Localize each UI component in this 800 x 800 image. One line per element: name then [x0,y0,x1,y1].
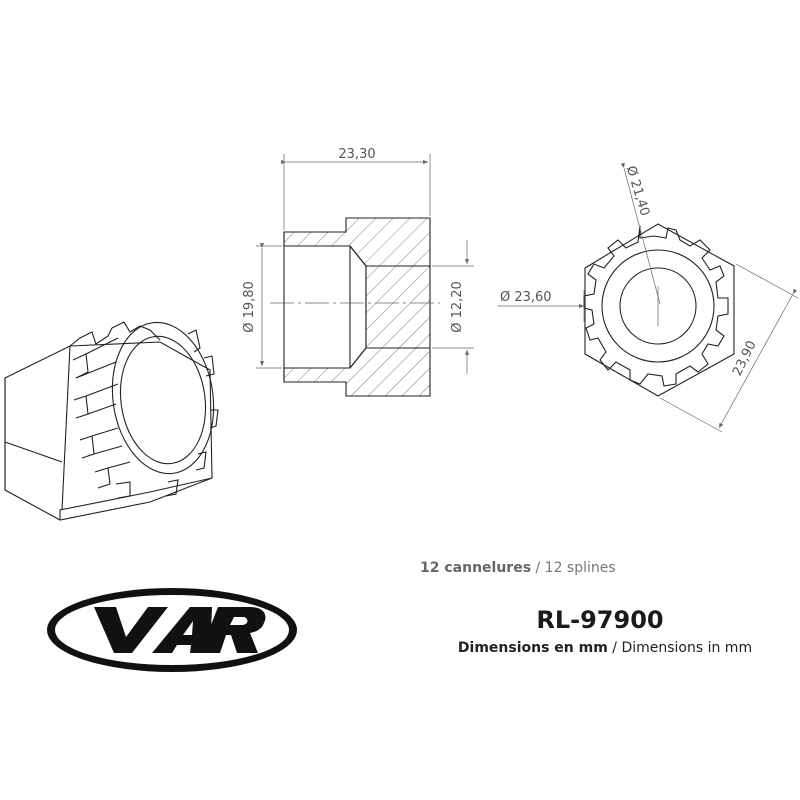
section-view [256,154,474,397]
units-caption: Dimensions en mm / Dimensions in mm [0,640,800,656]
units-separator: / [607,640,622,656]
var-logo [47,588,297,672]
splines-en: 12 splines [544,560,616,576]
dim-across-corners: Ø 23,60 [500,290,552,305]
front-view [498,162,799,433]
part-number: RL-97900 [536,606,664,634]
isometric-view [4,321,219,521]
splines-fr: 12 cannelures [420,560,532,576]
splines-caption: 12 cannelures / 12 splines [420,560,800,576]
units-fr: Dimensions en mm [457,640,608,656]
dim-length: 23,30 [338,147,375,162]
splines-separator: / [531,560,545,576]
dim-inner-diameter: Ø 12,20 [450,281,465,333]
dim-outer-diameter: Ø 19,80 [242,281,257,333]
units-en: Dimensions in mm [621,640,753,656]
dim-spline-diameter: Ø 21,40 [623,164,652,218]
